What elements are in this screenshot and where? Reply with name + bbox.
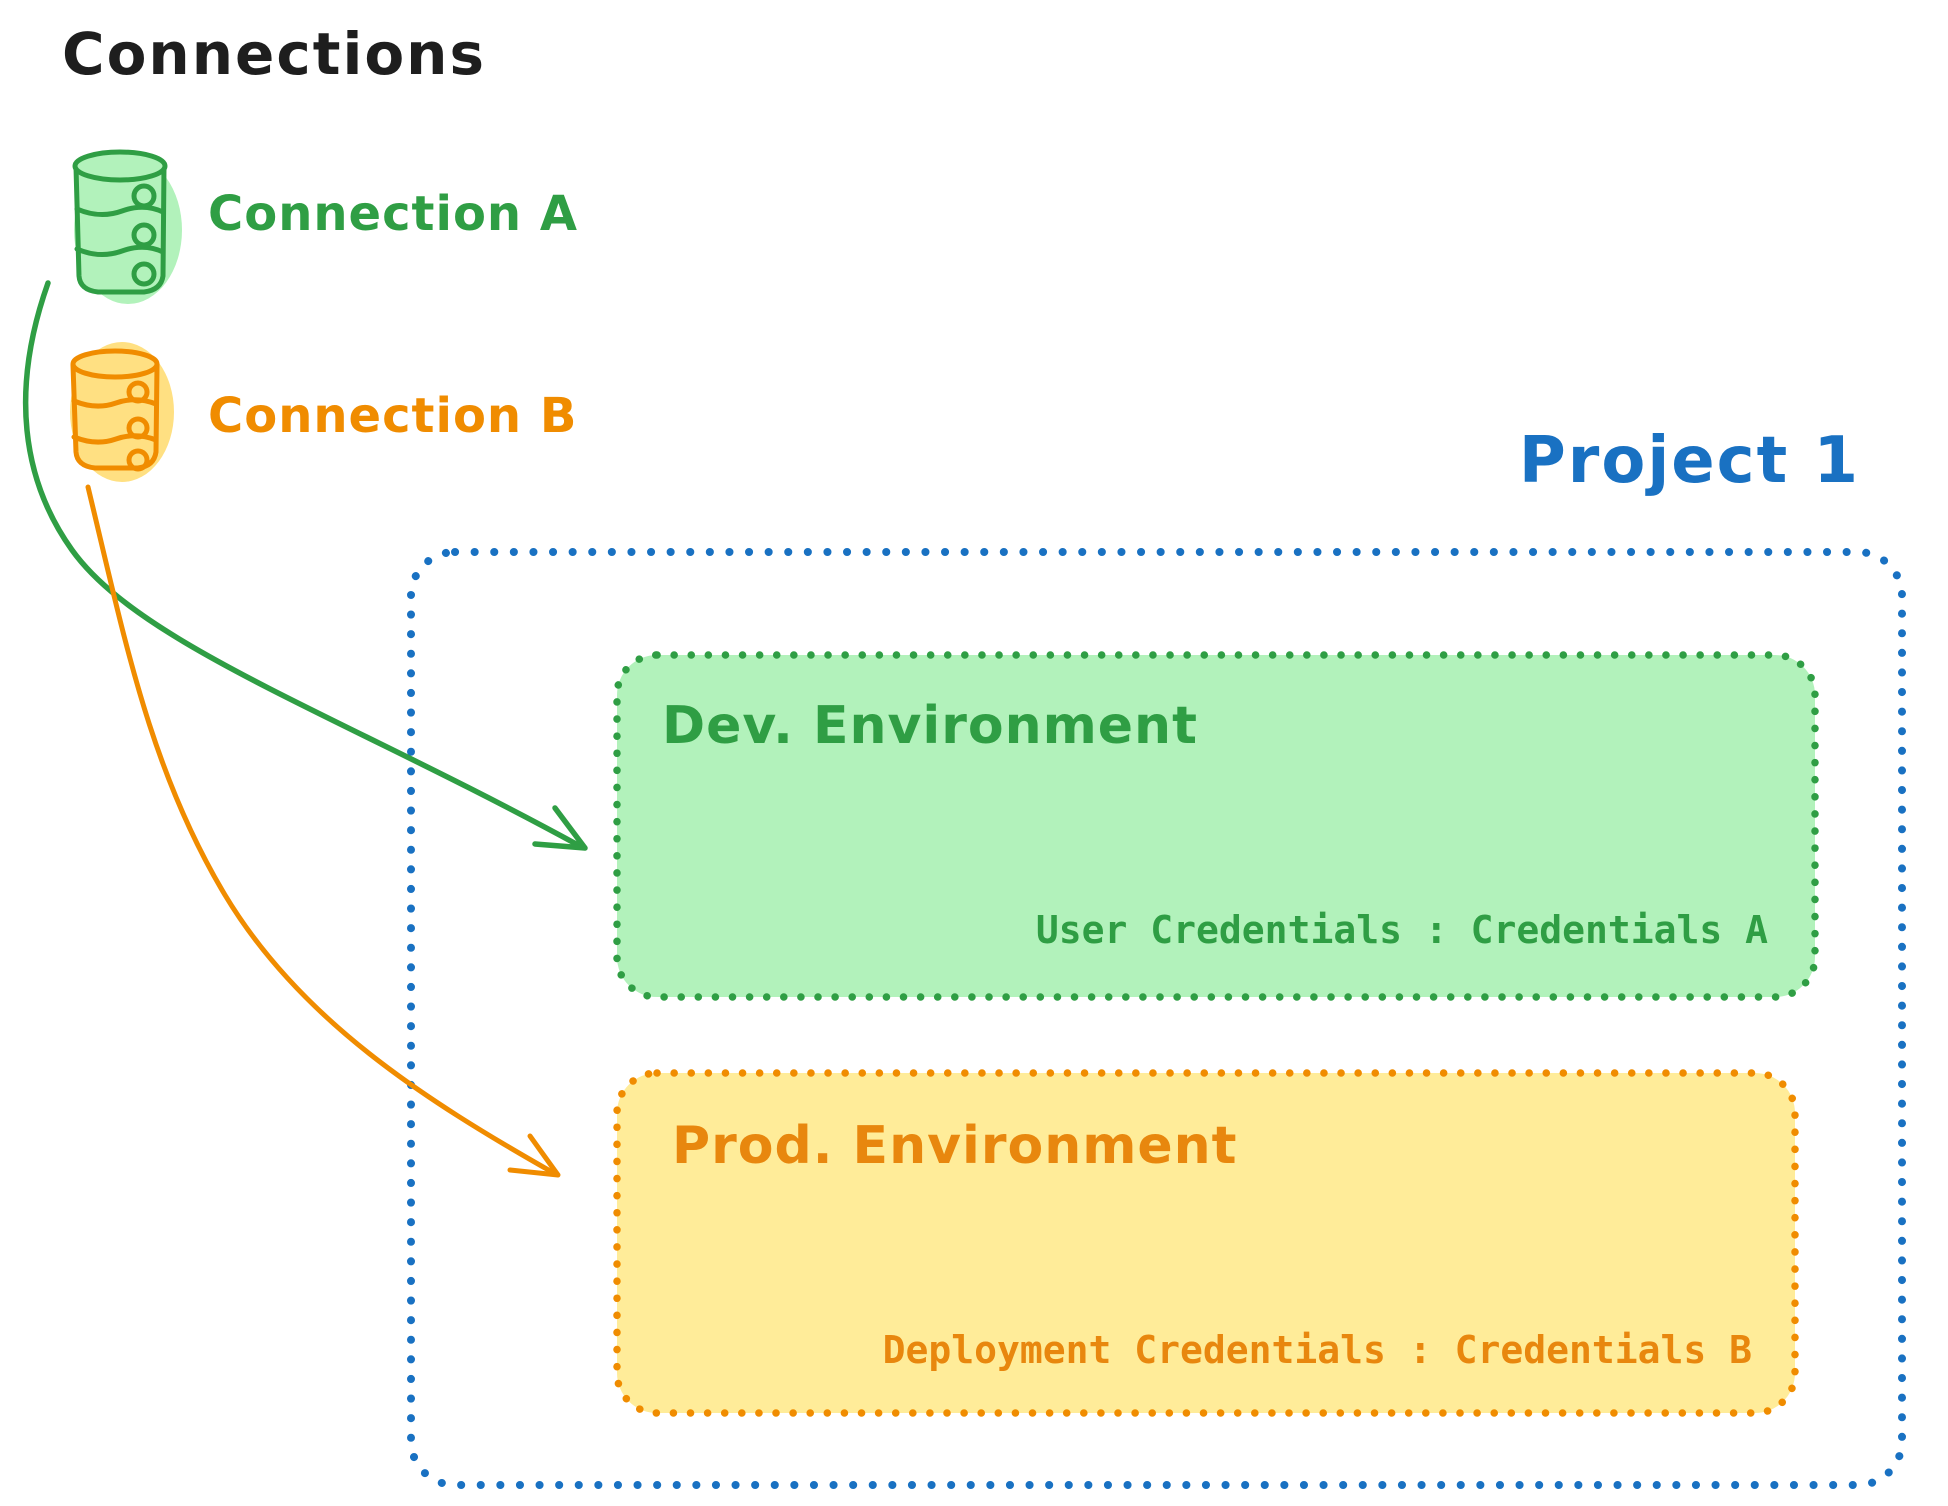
prod-environment-box	[617, 1073, 1795, 1413]
prod-environment-credentials: Deployment Credentials : Credentials B	[882, 1328, 1752, 1372]
dev-environment-title: Dev. Environment	[662, 696, 1198, 756]
arrow-connection-b-to-prod	[85, 484, 561, 1178]
database-b-led-2	[126, 416, 150, 440]
diagram-title: Connections	[62, 20, 486, 88]
database-a-led-3	[131, 261, 157, 287]
prod-environment-title: Prod. Environment	[672, 1116, 1238, 1176]
connection-b-label: Connection B	[208, 388, 578, 444]
arrow-connection-a-to-dev	[22, 280, 588, 851]
database-b-top	[70, 348, 160, 380]
database-b-led-1	[126, 380, 150, 404]
database-a-divider-2	[74, 244, 166, 257]
arrow-a-shaft	[22, 280, 581, 848]
database-a-led-2	[131, 222, 157, 248]
prod-environment-border	[613, 1069, 1799, 1417]
connection-a-database-icon	[72, 149, 182, 304]
arrow-a-head	[532, 805, 588, 851]
database-b-led-3	[126, 448, 150, 472]
database-a-top	[72, 149, 168, 183]
database-a-body	[73, 164, 167, 295]
dev-environment-credentials: User Credentials : Credentials A	[1035, 908, 1768, 952]
database-a-led-1	[131, 183, 157, 209]
dev-environment-box	[617, 655, 1815, 997]
connection-a-label: Connection A	[208, 186, 578, 242]
database-a-divider-1	[74, 204, 166, 217]
arrow-b-head	[507, 1133, 561, 1178]
connection-b-database-icon	[70, 342, 174, 482]
arrow-b-shaft	[85, 484, 555, 1175]
project-title: Project 1	[1518, 424, 1860, 498]
